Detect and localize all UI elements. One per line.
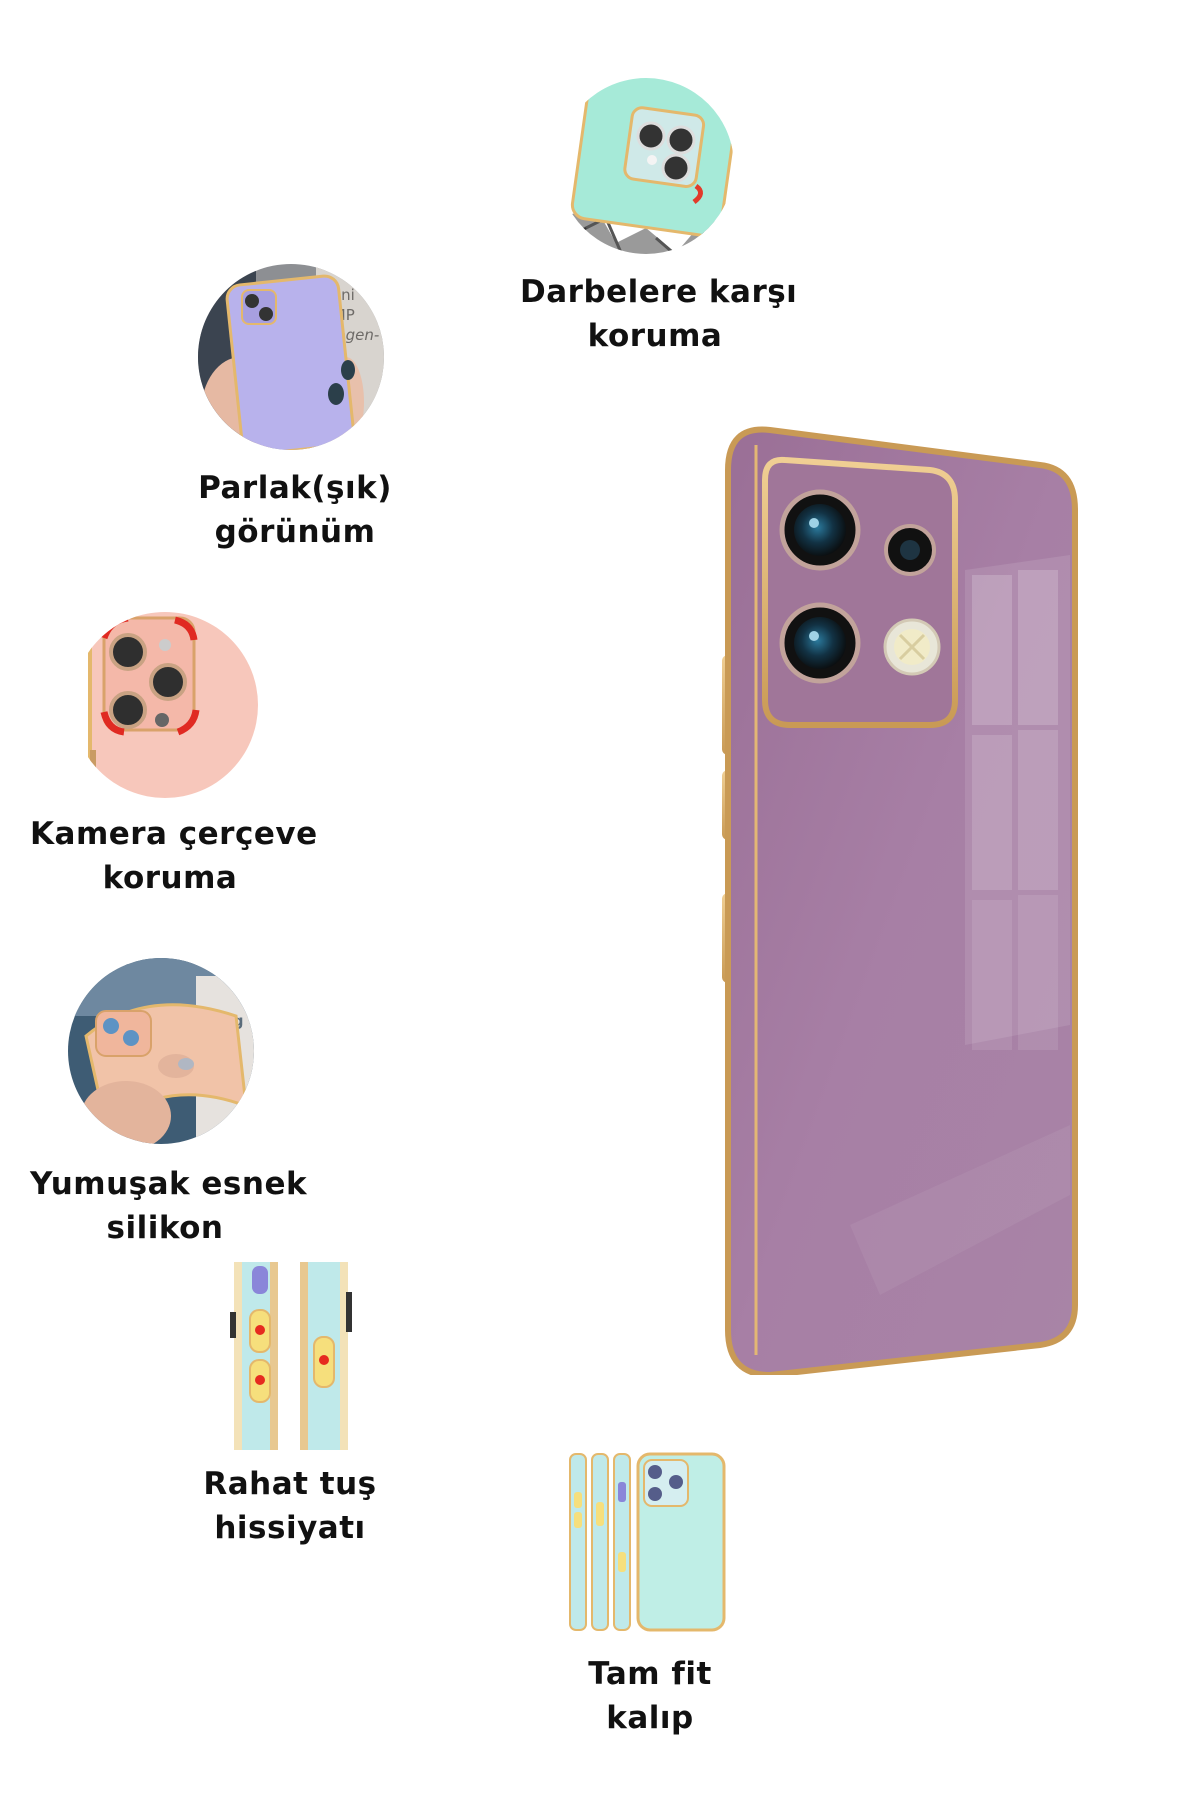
phone-case-icon	[722, 426, 1078, 1375]
button-feel-icon	[230, 1262, 352, 1450]
soft-silicone-caption: Yumuşak esnek silikon	[30, 1162, 308, 1250]
button-caption-line2: hissiyatı	[214, 1510, 366, 1546]
impact-caption-line1: Darbelere karşı	[520, 274, 798, 310]
product-phone-case	[710, 425, 1090, 1375]
impact-protection-image	[556, 68, 736, 264]
glossy-caption-line2: görünüm	[214, 514, 376, 550]
soft-caption-line1: Yumuşak esnek	[30, 1166, 308, 1202]
camera-frame-image	[70, 610, 260, 800]
soft-silicone-icon: Häag	[68, 958, 254, 1144]
camera-caption-line1: Kamera çerçeve	[30, 816, 318, 852]
impact-protection-caption: Darbelere karşı koruma	[520, 270, 798, 358]
button-feel-caption: Rahat tuş hissiyatı	[160, 1462, 420, 1550]
soft-caption-line2: silikon	[106, 1210, 224, 1246]
glossy-look-caption: Parlak(şık) görünüm	[160, 466, 430, 554]
camera-frame-icon	[72, 612, 258, 798]
glossy-caption-line1: Parlak(şık)	[198, 470, 392, 506]
full-fit-caption: Tam fit kalıp	[520, 1652, 780, 1740]
impact-protection-icon	[558, 78, 734, 254]
button-caption-line1: Rahat tuş	[203, 1466, 377, 1502]
impact-caption-line2: koruma	[587, 318, 723, 354]
camera-frame-caption: Kamera çerçeve koruma	[30, 812, 318, 900]
fit-caption-line2: kalıp	[606, 1700, 694, 1736]
full-fit-image	[568, 1452, 728, 1632]
fit-caption-line1: Tam fit	[588, 1656, 712, 1692]
full-fit-icon	[568, 1452, 728, 1632]
soft-silicone-image: Häag	[66, 956, 256, 1146]
button-feel-image	[230, 1262, 352, 1450]
glossy-case-icon: Mini LIMP Häagen-	[198, 264, 384, 450]
glossy-look-image: Mini LIMP Häagen-	[196, 262, 386, 452]
camera-caption-line2: koruma	[102, 860, 238, 896]
